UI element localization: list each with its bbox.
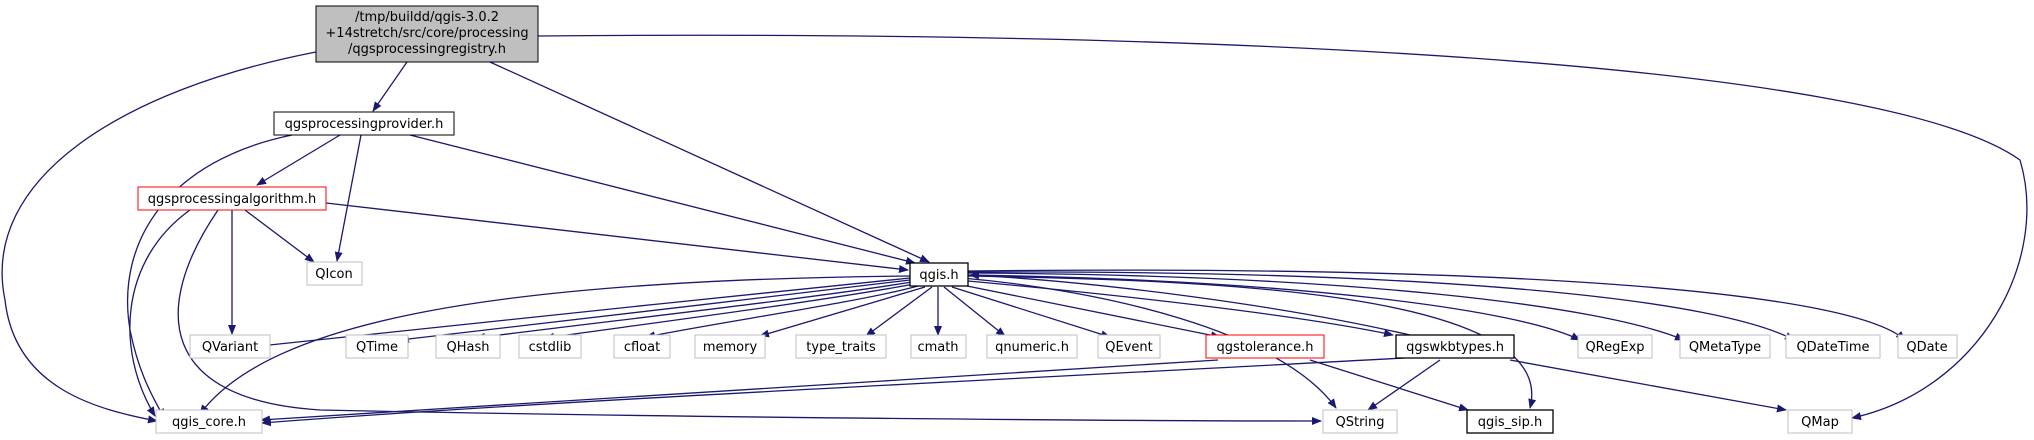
node-qgis[interactable]: qgis.h: [909, 262, 969, 287]
qmetatype-label: QMetaType: [1689, 340, 1761, 355]
edge-qgis-qevent: [951, 286, 1111, 339]
qhash-label: QHash: [447, 340, 490, 355]
node-qdatetime[interactable]: QDateTime: [1785, 334, 1881, 359]
node-cstdlib[interactable]: cstdlib: [518, 334, 582, 359]
memory-label: memory: [703, 340, 758, 355]
qstring-label: QString: [1335, 415, 1384, 430]
edge-provider-qicon: [334, 134, 362, 262]
root-line-3: /qgsprocessingregistry.h: [348, 42, 506, 57]
qevent-label: QEvent: [1105, 340, 1152, 355]
edge-root-provider: [372, 61, 408, 112]
qicon-label: QIcon: [315, 267, 352, 282]
edge-qgis-cstdlib: [544, 283, 915, 341]
algorithm-label: qgsprocessingalgorithm.h: [148, 192, 316, 207]
qgstolerance-label: qgstolerance.h: [1216, 340, 1313, 355]
edge-root-qgiscore: [1, 51, 317, 424]
node-cfloat[interactable]: cfloat: [613, 334, 671, 359]
edge-qgis-qstring: [961, 277, 1337, 409]
edges: [1, 34, 2028, 427]
node-provider[interactable]: qgsprocessingprovider.h: [273, 111, 455, 136]
node-cmath[interactable]: cmath: [910, 334, 967, 359]
edge-algorithm-qicon: [244, 209, 315, 263]
edge-qgswkbtypes-qstring: [1367, 359, 1441, 411]
node-qtime[interactable]: QTime: [345, 334, 409, 359]
qgis-core-label: qgis_core.h: [172, 415, 246, 430]
node-qdate[interactable]: QDate: [1897, 334, 1958, 359]
edge-algorithm-qstring: [177, 209, 1322, 425]
edge-provider-algorithm: [256, 134, 341, 186]
edge-qgis-cfloat: [645, 285, 919, 340]
edge-qgis-memory: [759, 286, 926, 338]
root-line-2: +14stretch/src/core/processing: [325, 26, 528, 41]
root-line-1: /tmp/buildd/qgis-3.0.2: [355, 10, 499, 25]
edge-qgis-qgiscore: [199, 275, 911, 415]
edge-root-qgis: [489, 61, 930, 263]
node-memory[interactable]: memory: [694, 334, 766, 359]
node-qmetatype[interactable]: QMetaType: [1679, 334, 1771, 359]
edge-algorithm-qgis: [325, 202, 909, 273]
type-traits-label: type_traits: [806, 340, 876, 355]
node-qgswkbtypes[interactable]: qgswkbtypes.h: [1395, 334, 1515, 359]
node-qevent[interactable]: QEvent: [1097, 334, 1161, 359]
node-qhash[interactable]: QHash: [435, 334, 501, 359]
cfloat-label: cfloat: [624, 340, 660, 355]
qgswkbtypes-label: qgswkbtypes.h: [1406, 340, 1504, 355]
qregexp-label: QRegExp: [1585, 340, 1644, 355]
qvariant-label: QVariant: [202, 340, 258, 355]
edge-algorithm-qgiscore: [129, 209, 191, 417]
edge-qgswkbtypes-qgis: [969, 271, 1411, 336]
edge-qgis-qdatetime: [967, 271, 1795, 341]
qdatetime-label: QDateTime: [1796, 340, 1869, 355]
qtime-label: QTime: [356, 340, 398, 355]
edge-qgis-qgswkbtypes: [967, 280, 1394, 338]
node-qstring[interactable]: QString: [1322, 409, 1398, 434]
edge-root-qmap: [537, 34, 2028, 420]
qdate-label: QDate: [1906, 340, 1947, 355]
node-qgstolerance[interactable]: qgstolerance.h: [1205, 334, 1325, 359]
edge-qgis-qmetatype: [967, 272, 1685, 341]
qgis-label: qgis.h: [919, 268, 958, 283]
provider-label: qgsprocessingprovider.h: [285, 117, 444, 132]
edge-qgis-qvariant: [259, 277, 911, 349]
edge-provider-qgiscore: [126, 134, 293, 419]
edge-qgswkbtypes-qmap: [1509, 359, 1787, 413]
node-algorithm[interactable]: qgsprocessingalgorithm.h: [137, 186, 327, 211]
edge-qgstolerance-qgissip: [1309, 359, 1469, 412]
edge-qgis-qnumeric: [943, 286, 1006, 337]
qmap-label: QMap: [1801, 415, 1839, 430]
node-qmap[interactable]: QMap: [1787, 409, 1853, 434]
edge-qgis-typetraits: [865, 286, 933, 337]
edge-qgis-qregexp: [967, 274, 1581, 341]
nodes: /tmp/buildd/qgis-3.0.2 +14stretch/src/co…: [137, 5, 1958, 434]
node-qvariant[interactable]: QVariant: [189, 334, 271, 359]
node-qicon[interactable]: QIcon: [306, 261, 363, 286]
node-root[interactable]: /tmp/buildd/qgis-3.0.2 +14stretch/src/co…: [315, 5, 539, 63]
qgis-sip-label: qgis_sip.h: [1478, 415, 1542, 430]
edge-qgis-qhash: [475, 281, 913, 341]
edge-provider-qgis: [409, 134, 916, 265]
edge-qgis-qtime: [399, 279, 911, 343]
node-type-traits[interactable]: type_traits: [795, 334, 887, 359]
node-qgis-sip[interactable]: qgis_sip.h: [1466, 409, 1554, 434]
cstdlib-label: cstdlib: [529, 340, 572, 355]
edge-qgis-qgissip: [967, 275, 1537, 409]
node-qnumeric[interactable]: qnumeric.h: [986, 334, 1078, 359]
qnumeric-label: qnumeric.h: [995, 340, 1069, 355]
cmath-label: cmath: [917, 340, 958, 355]
edge-qgis-qgstolerance: [961, 284, 1221, 340]
edge-qgis-qdate: [967, 269, 1906, 341]
node-qregexp[interactable]: QRegExp: [1577, 334, 1653, 359]
edge-qgstolerance-qgiscore: [260, 359, 1219, 424]
edge-qgswkbtypes-qgiscore: [261, 357, 1405, 427]
node-qgis-core[interactable]: qgis_core.h: [155, 409, 263, 434]
